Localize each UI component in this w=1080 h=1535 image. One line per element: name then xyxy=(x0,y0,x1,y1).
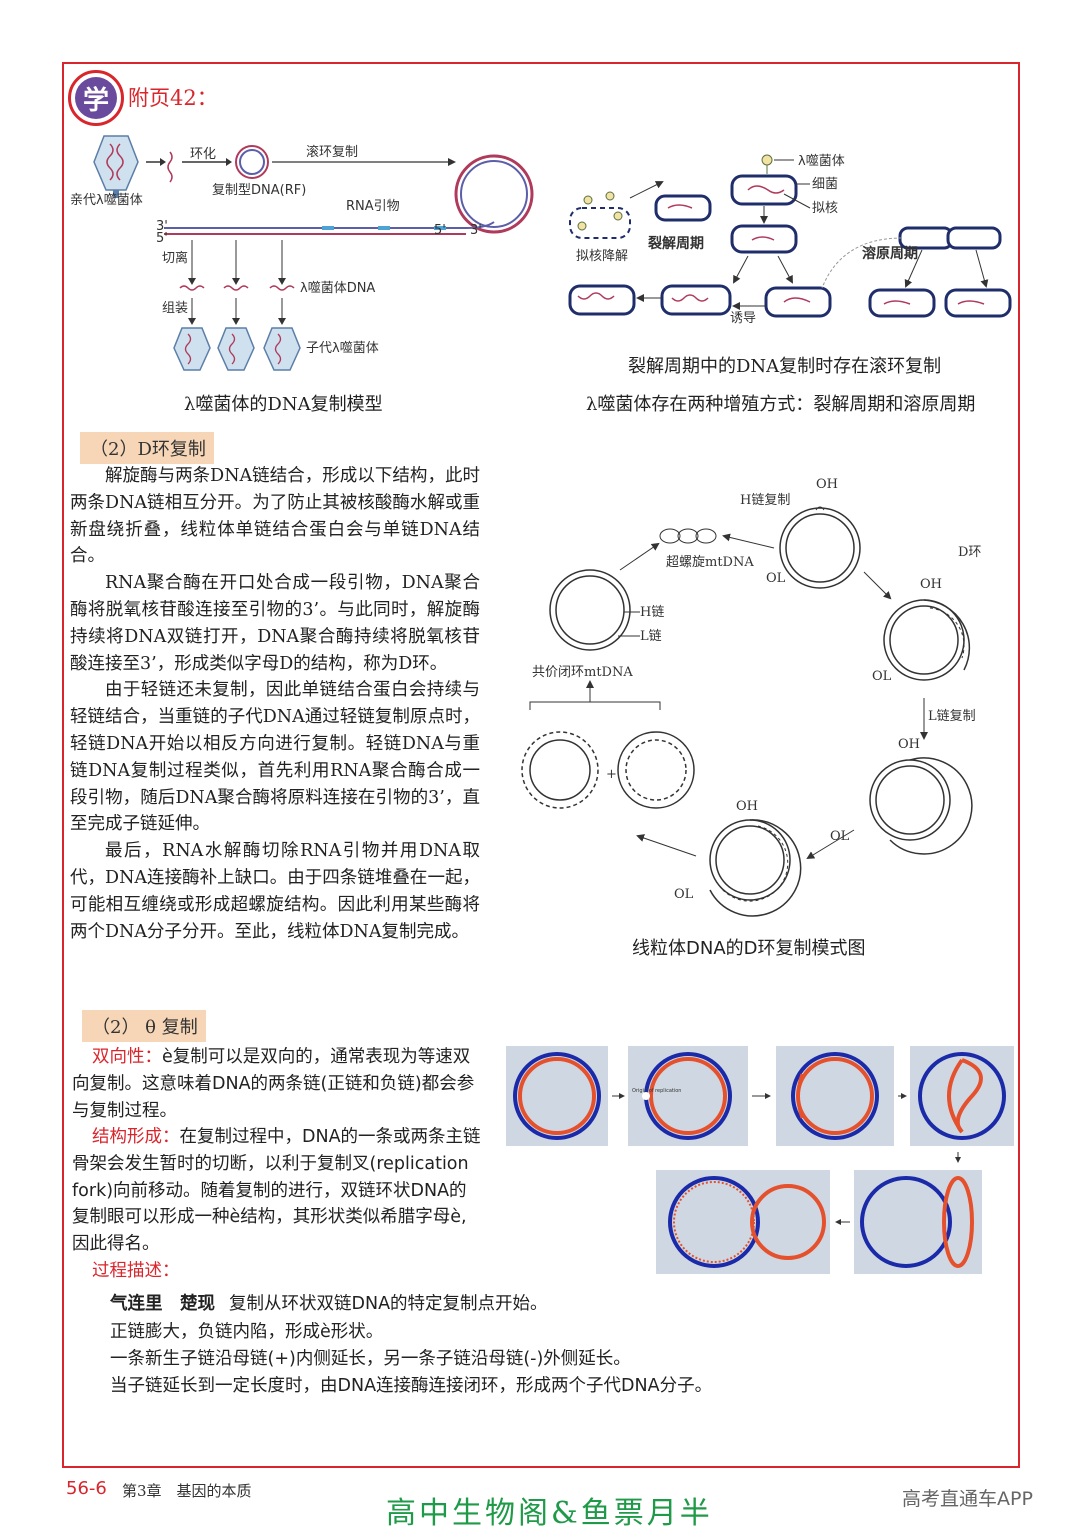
page-title: 附页42： xyxy=(128,86,218,110)
label-assemble: 组装 xyxy=(162,301,188,316)
label-nucleoid-degrade-1: 拟核降解 xyxy=(576,249,628,264)
label-lysogenic-cycle: 溶原周期 xyxy=(862,245,918,262)
lytic-caption: λ噬菌体存在两种增殖方式：裂解周期和溶原周期 xyxy=(586,394,976,415)
process-label: 过程描述： xyxy=(92,1261,180,1281)
d-loop-paragraph-2: RNA聚合酶在开口处合成一段引物，DNA聚合酶将脱氧核苷酸连接至引物的3’。与此… xyxy=(70,573,480,674)
label-induce: 诱导 xyxy=(730,311,756,326)
footer-page-number: 56-6 xyxy=(66,1478,107,1499)
label-h-strand: H链 xyxy=(640,605,664,620)
label-ol-4: OL xyxy=(674,887,694,902)
theta-step-4: 当子链延长到一定长度时，由DNA连接酶连接闭环，形成两个子代DNA分子。 xyxy=(110,1376,713,1396)
footer-chapter: 第3章 基因的本质 xyxy=(122,1482,252,1500)
steps-lead: 气连里 楚现 xyxy=(110,1294,215,1314)
supercoil-dna xyxy=(659,528,717,544)
label-cut: 切离 xyxy=(162,250,188,266)
label-h-strand-rep: H链复制 xyxy=(740,493,790,508)
label-progeny: 子代λ噬菌体 xyxy=(306,341,379,356)
label-rna-primer: RNA引物 xyxy=(346,199,400,214)
label-l-strand: L链 xyxy=(640,629,662,644)
d-loop-text: 解旋酶与两条DNA链结合，形成以下结构，此时两条DNA链相互分开。为了防止其被核… xyxy=(70,463,480,945)
lambda-model-caption: λ噬菌体的DNA复制模型 xyxy=(184,394,383,415)
page-frame xyxy=(62,62,1020,1468)
progeny-phage-2 xyxy=(217,327,255,371)
d-loop-diagram-caption: 线粒体DNA的D环复制模式图 xyxy=(632,938,866,959)
d-loop-section-title: （2）D环复制 xyxy=(80,432,214,464)
label-l-strand-rep: L链复制 xyxy=(928,709,976,724)
theta-structure: 结构形成：在复制过程中，DNA的一条或两条主链骨架会发生暂时的切断，以利于复制叉… xyxy=(72,1124,484,1258)
bidirectional-label: 双向性： xyxy=(92,1047,162,1067)
d-loop-paragraph-4: 最后，RNA水解酶切除RNA引物并用DNA取代，DNA连接酶补上缺口。由于四条链… xyxy=(70,841,480,942)
label-oh-2: OH xyxy=(920,577,942,592)
theta-step-3: 一条新生子链沿母链(+)内侧延长，另一条子链沿母链(-)外侧延长。 xyxy=(110,1349,631,1369)
d-loop-paragraph-1: 解旋酶与两条DNA链结合，形成以下结构，此时两条DNA链相互分开。为了防止其被核… xyxy=(70,466,480,567)
theta-images: Origin of replication xyxy=(506,1046,1014,1274)
label-rf: 复制型DNA(RF) xyxy=(212,183,306,198)
bidirectional-text: è复制可以是双向的，通常表现为等速双向复制。这意味着DNA的两条链(正链和负链)… xyxy=(72,1047,475,1121)
label-lambda-dna: λ噬菌体DNA xyxy=(300,281,375,296)
structure-label: 结构形成： xyxy=(92,1127,180,1147)
theta-bidirectional: 双向性：è复制可以是双向的，通常表现为等速双向复制。这意味着DNA的两条链(正链… xyxy=(72,1044,484,1124)
structure-text: 在复制过程中，DNA的一条或两条主链骨架会发生暂时的切断，以利于复制叉(repl… xyxy=(72,1127,481,1255)
label-oh-4: OH xyxy=(736,799,758,814)
badge-glyph: 学 xyxy=(75,77,117,119)
theta-section-title: （2） θ 复制 xyxy=(82,1010,206,1042)
lytic-subcaption: 裂解周期中的DNA复制时存在滚环复制 xyxy=(628,356,942,377)
label-oh-1: OH xyxy=(816,477,838,492)
d-loop-diagram: OH OL H链复制 超螺旋mtDNA H链 L链 共价闭环mtDNA + OH… xyxy=(521,477,981,917)
theta-step-1: 气连里 楚现复制从环状双链DNA的特定复制点开始。 xyxy=(110,1290,548,1315)
footer-brand: 高中生物阁&鱼票月半 xyxy=(386,1496,713,1531)
lambda-replication-diagram: 亲代λ噬菌体 环化 复制型DNA(RF) 滚环复制 RNA引物 3' 5' 5'… xyxy=(70,135,534,371)
label-supercoil: 超螺旋mtDNA xyxy=(666,555,754,570)
step-text-1: 复制从环状双链DNA的特定复制点开始。 xyxy=(229,1294,548,1314)
label-5-end-b: 5' xyxy=(434,223,446,238)
label-closed-mtdna: 共价闭环mtDNA xyxy=(532,665,633,680)
progeny-phage-1 xyxy=(173,327,211,371)
study-badge: 学 xyxy=(68,70,124,126)
footer-watermark: 高考直通车APP xyxy=(902,1488,1033,1510)
theta-step-2: 正链膨大，负链内陷，形成è形状。 xyxy=(110,1322,384,1342)
label-ol-3: OL xyxy=(830,829,850,844)
label-d-loop: D环 xyxy=(958,545,981,560)
progeny-phage-3 xyxy=(263,327,301,371)
label-nucleoid: 拟核 xyxy=(812,201,838,216)
label-circularize: 环化 xyxy=(190,147,216,162)
d-loop-paragraph-3: 由于轻链还未复制，因此单链结合蛋白会持续与轻链结合，当重链的子代DNA通过轻链复… xyxy=(70,680,480,835)
label-ol-2: OL xyxy=(872,669,892,684)
label-parent-phage: 亲代λ噬菌体 xyxy=(70,193,143,208)
label-3-end-b: 3' xyxy=(470,223,482,238)
label-plus: + xyxy=(606,767,617,782)
label-ol-1: OL xyxy=(766,571,786,586)
label-bacteria: 细菌 xyxy=(812,177,838,192)
label-oh-3: OH xyxy=(898,737,920,752)
label-phage: λ噬菌体 xyxy=(798,154,845,169)
lytic-lysogenic-diagram: λ噬菌体 细菌 拟核 拟核降解 裂解周期 诱导 溶原周期 xyxy=(568,154,1012,326)
label-rolling: 滚环复制 xyxy=(306,144,358,160)
label-5-end: 5' xyxy=(156,231,168,246)
label-origin: Origin of replication xyxy=(632,1088,681,1094)
label-3-end: 3' xyxy=(156,219,168,234)
label-lytic-cycle: 裂解周期 xyxy=(647,235,704,252)
